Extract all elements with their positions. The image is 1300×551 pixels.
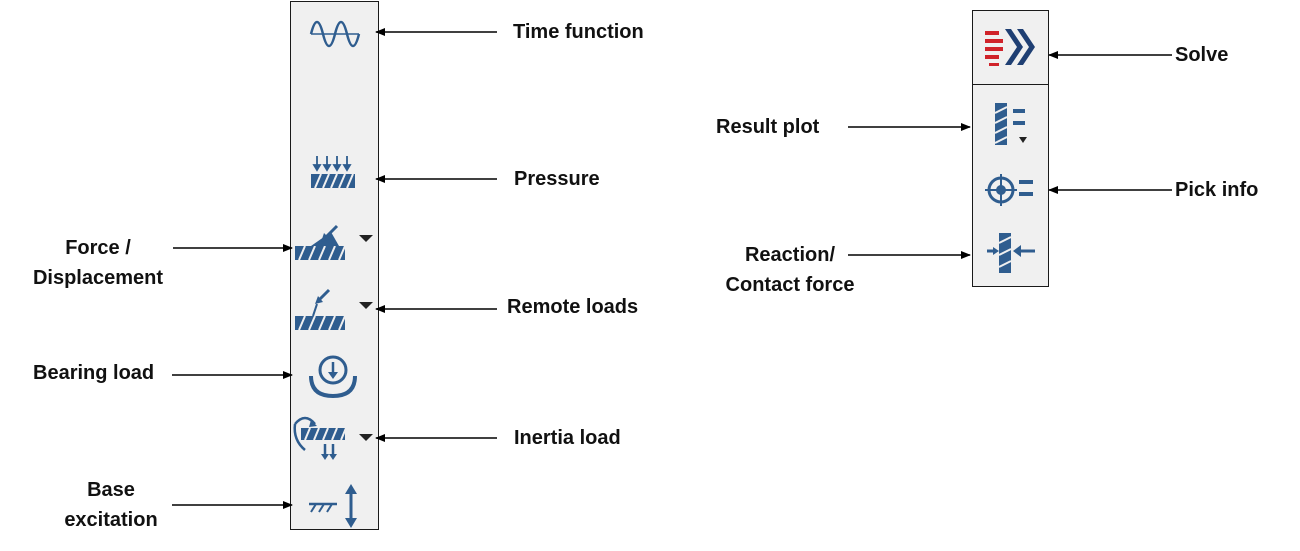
label-inertia-load: Inertia load: [514, 427, 621, 449]
bearing-load-button[interactable]: [303, 352, 363, 400]
pick-info-button[interactable]: [981, 166, 1041, 214]
label-result-plot: Result plot: [716, 116, 820, 138]
loads-toolbar: [290, 1, 379, 530]
label-time-function: Time function: [513, 21, 644, 43]
label-pick-info: Pick info: [1175, 179, 1259, 201]
label-reaction-line1: Reaction/: [744, 244, 836, 266]
label-pressure: Pressure: [514, 168, 600, 190]
pick-info-icon: [985, 174, 1033, 206]
label-base-line1: Base: [87, 479, 135, 501]
time-function-button[interactable]: [303, 10, 363, 58]
pressure-icon: [311, 156, 355, 189]
solve-section: [973, 11, 1048, 85]
solve-icon: [985, 29, 1035, 66]
force-displacement-button[interactable]: [291, 220, 351, 268]
force-displacement-dropdown[interactable]: [359, 235, 373, 242]
remote-load-icon: [295, 288, 346, 331]
label-bearing-load: Bearing load: [33, 362, 155, 384]
solve-button[interactable]: [981, 23, 1041, 71]
base-excitation-button[interactable]: [303, 480, 363, 528]
label-solve: Solve: [1175, 44, 1229, 66]
result-plot-button[interactable]: [981, 101, 1041, 149]
remote-loads-button[interactable]: [291, 288, 351, 336]
reaction-force-button[interactable]: [981, 229, 1041, 277]
base-excitation-icon: [309, 484, 357, 528]
inertia-load-button[interactable]: [291, 414, 351, 462]
results-toolbar: [972, 10, 1049, 287]
label-force-line1: Force /: [65, 237, 131, 259]
reaction-force-icon: [987, 233, 1035, 273]
label-base-excitation: Base excitation: [44, 475, 178, 535]
label-reaction-contact-force: Reaction/ Contact force: [704, 240, 876, 300]
label-force-line2: Displacement: [32, 267, 164, 289]
force-displacement-icon: [295, 224, 346, 261]
bearing-load-icon: [309, 355, 357, 399]
inertia-load-icon: [293, 416, 347, 460]
pressure-button[interactable]: [303, 152, 363, 200]
inertia-load-dropdown[interactable]: [359, 434, 373, 441]
sine-wave-icon: [309, 20, 361, 48]
label-force-displacement: Force / Displacement: [16, 233, 180, 293]
label-base-line2: excitation: [64, 509, 158, 531]
label-remote-loads: Remote loads: [507, 296, 639, 318]
remote-loads-dropdown[interactable]: [359, 302, 373, 309]
result-plot-icon: [994, 103, 1027, 145]
label-reaction-line2: Contact force: [725, 274, 855, 296]
